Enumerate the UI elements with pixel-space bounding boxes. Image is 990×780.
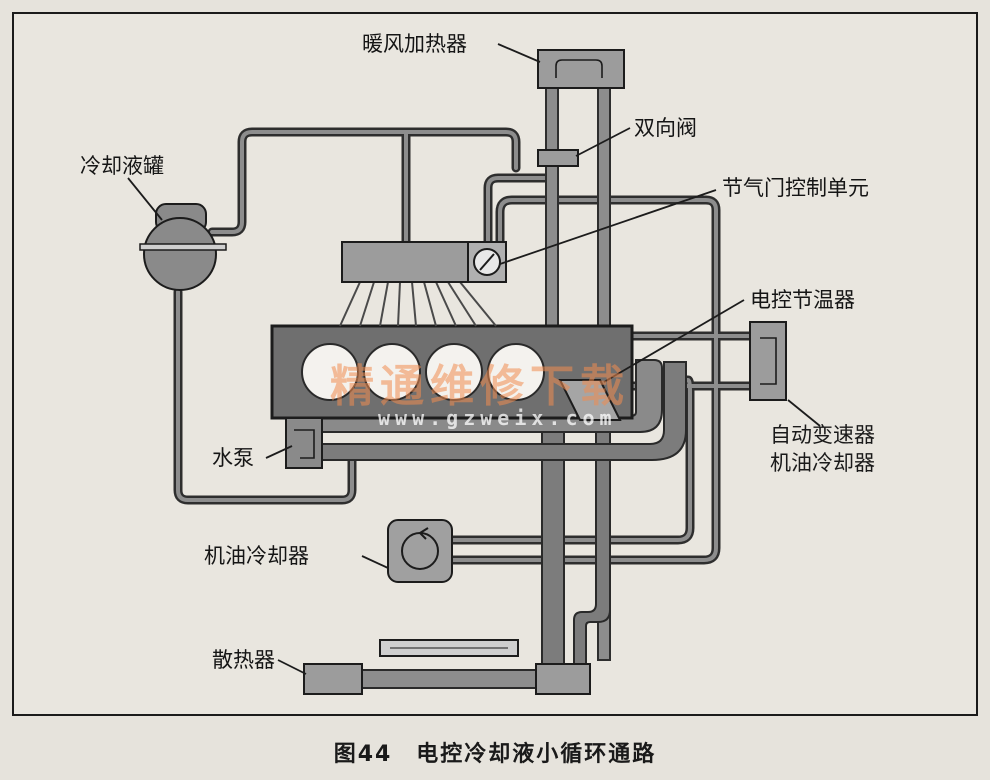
radiator-fan: [379, 639, 519, 657]
label-heater-core: 暖风加热器: [362, 32, 467, 56]
label-throttle-control-unit: 节气门控制单元: [722, 176, 869, 200]
engine-block: [270, 324, 634, 421]
throttle-control-unit: [467, 241, 507, 283]
atf-cooler: [749, 321, 787, 401]
intake-manifold: [339, 241, 497, 327]
cylinder-1: [301, 343, 359, 401]
coolant-reservoir: [139, 203, 227, 291]
label-atf-cooler-line2: 机油冷却器: [770, 451, 875, 475]
water-pump: [285, 417, 323, 469]
label-radiator: 散热器: [212, 648, 275, 672]
bidirectional-valve: [537, 149, 579, 167]
label-oil-cooler: 机油冷却器: [204, 544, 309, 568]
figure-caption: 图44 电控冷却液小循环通路: [333, 742, 657, 767]
watermark-url: www.gzweix.com: [378, 406, 617, 430]
cylinder-2: [363, 343, 421, 401]
label-atf-cooler-line1: 自动变速器: [770, 423, 875, 447]
watermark-text: 精通维修下载: [330, 361, 630, 412]
label-coolant-reservoir: 冷却液罐: [80, 154, 164, 178]
cylinder-3: [425, 343, 483, 401]
oil-cooler: [387, 519, 453, 583]
leader-lines: [127, 43, 821, 675]
radiator: [303, 663, 591, 695]
cylinder-4: [487, 343, 545, 401]
heater-core: [537, 49, 625, 89]
label-electronic-thermostat: 电控节温器: [750, 288, 855, 312]
label-water-pump: 水泵: [212, 446, 254, 470]
label-bidirectional-valve: 双向阀: [634, 116, 697, 140]
